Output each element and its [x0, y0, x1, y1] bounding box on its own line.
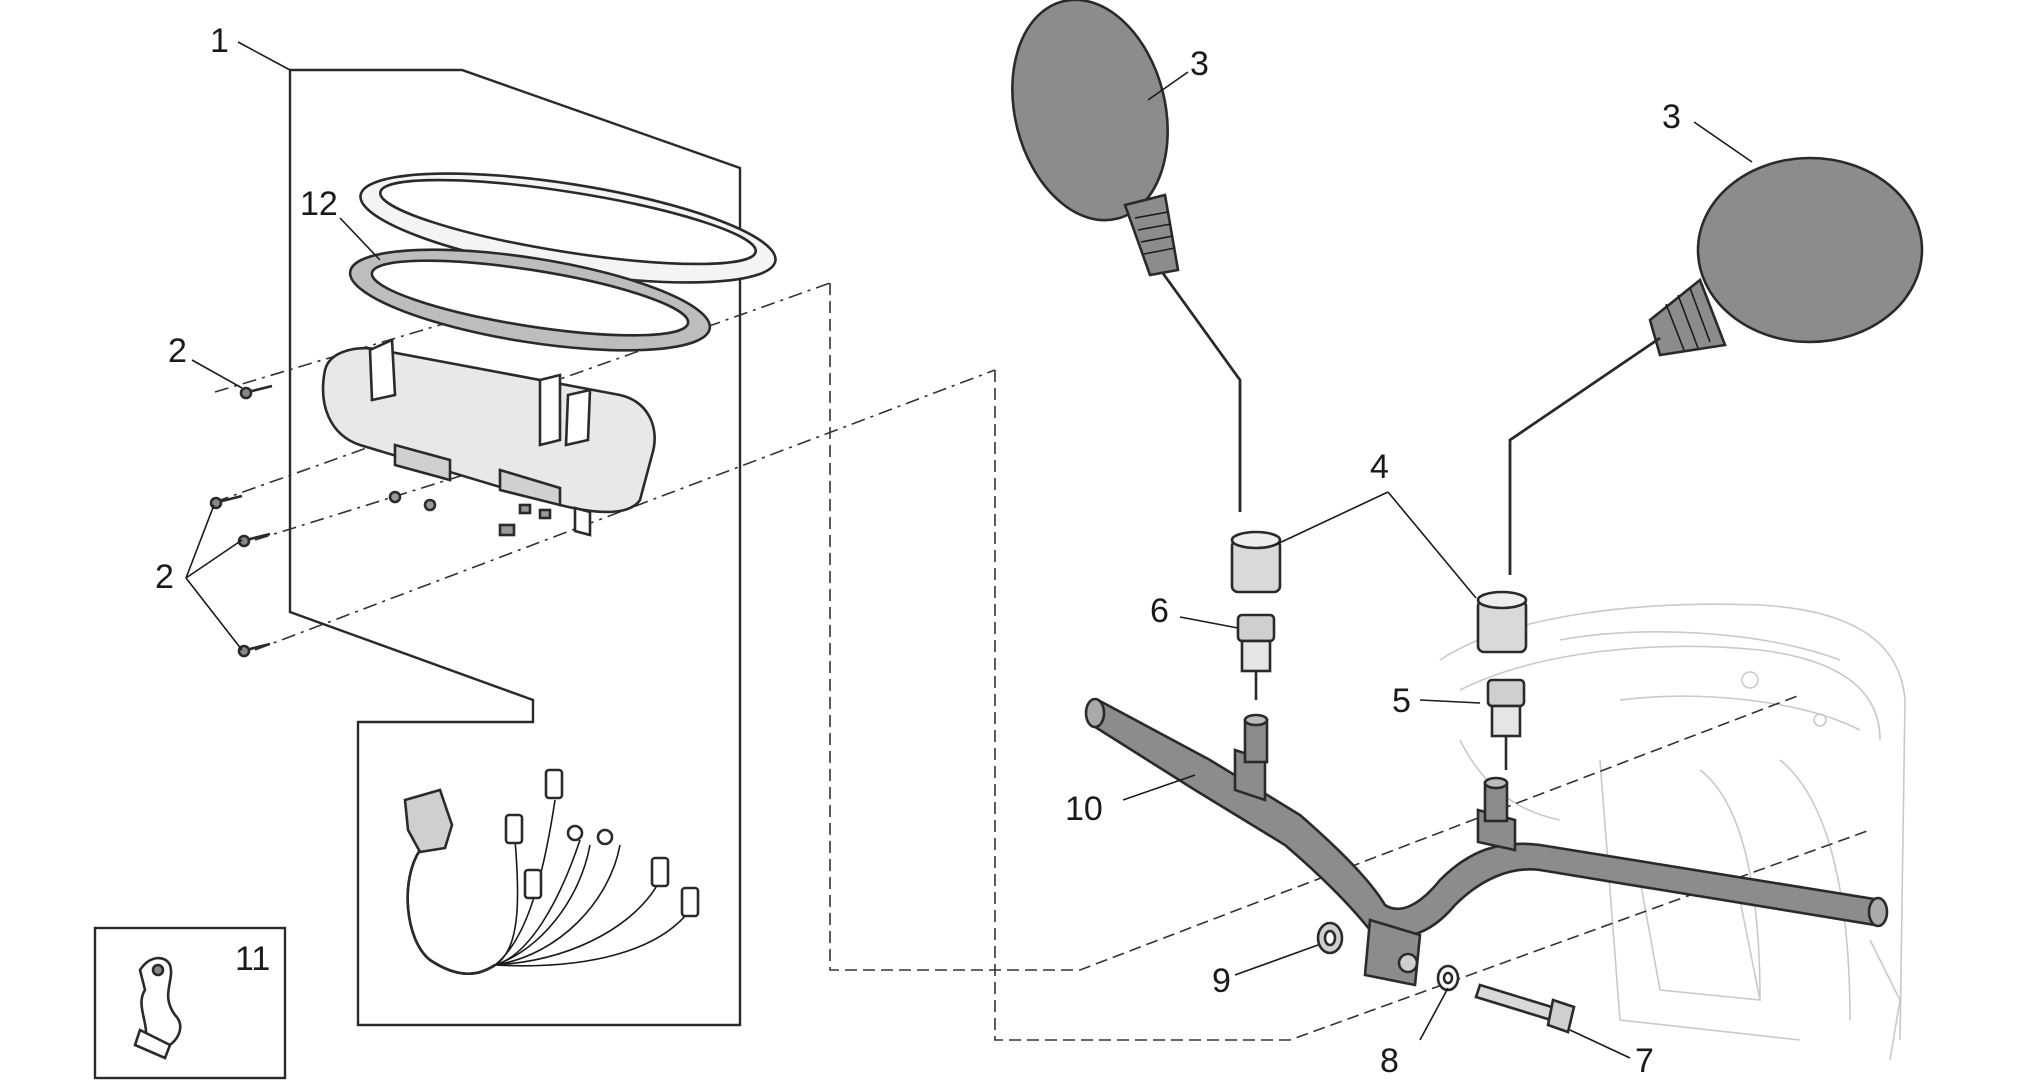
callout-2-top: 2: [168, 332, 187, 370]
instrument-kit-frame: [288, 68, 742, 1027]
callout-5: 5: [1392, 682, 1411, 720]
callout-9: 9: [1212, 962, 1231, 1000]
callout-7: 7: [1635, 1042, 1654, 1080]
instrument-lens: [359, 172, 777, 284]
callout-1: 1: [210, 22, 229, 60]
callout-labels: 1 12 2 2 3 3 4 6 5 10 9 8 7 11: [155, 22, 1681, 1080]
leader-lines: [185, 41, 1753, 1059]
spacers: [1230, 530, 1528, 654]
right-mirror: [1508, 156, 1924, 575]
clip-detail-box: [93, 926, 287, 1080]
callout-10: 10: [1065, 790, 1103, 828]
wiring-harness: [403, 768, 700, 975]
screws: [209, 384, 273, 658]
gasket-ring: [348, 248, 712, 352]
callout-8: 8: [1380, 1042, 1399, 1080]
callout-4: 4: [1370, 448, 1389, 486]
callout-12: 12: [300, 185, 338, 223]
adapters: [1236, 613, 1526, 770]
left-mirror: [1011, 0, 1242, 512]
callout-3-left: 3: [1190, 45, 1209, 83]
fasteners: [1316, 921, 1576, 1034]
instrument-housing: [321, 338, 656, 537]
callout-3-right: 3: [1662, 98, 1681, 136]
callout-11: 11: [235, 940, 270, 978]
callout-6: 6: [1150, 592, 1169, 630]
handlebar: [1084, 697, 1889, 987]
callout-2-group: 2: [155, 558, 174, 596]
scooter-body-ghost: [1439, 603, 1906, 1061]
